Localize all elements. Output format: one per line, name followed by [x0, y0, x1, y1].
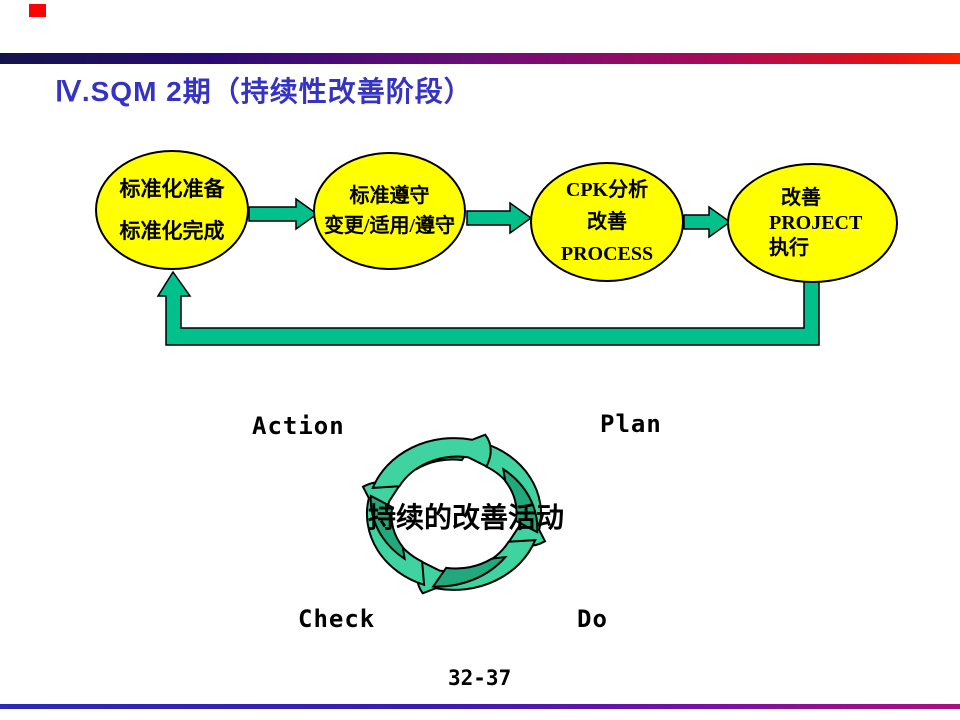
flow-ellipse-standard-compliance: 标准遵守 变更/适用/遵守	[313, 152, 466, 270]
cycle-center-text: 持续的改善活动	[367, 502, 564, 533]
ellipse-text-line: 改善	[587, 210, 627, 233]
bottom-gradient-bar	[0, 704, 960, 709]
flow-ellipse-standardization: 标准化准备 标准化完成	[95, 150, 249, 270]
ellipse-text-line: CPK分析	[565, 178, 649, 201]
ellipse-text-line: 标准化完成	[119, 218, 225, 243]
flow-ellipse-cpk-analysis: CPK分析 改善 PROCESS	[530, 162, 684, 282]
flow-ellipse-improvement-project: 改善 PROJECT 执行	[727, 163, 898, 283]
top-gradient-bar	[0, 53, 960, 64]
cycle-label-plan: Plan	[600, 410, 662, 438]
cycle-label-action: Action	[252, 412, 345, 440]
ellipse-text-line: 变更/适用/遵守	[323, 214, 456, 237]
red-accent-block	[29, 4, 46, 17]
ellipse-text-line: PROJECT	[769, 211, 863, 234]
flow-arrow-icon	[466, 201, 533, 235]
page-number: 32-37	[448, 666, 512, 690]
flow-arrow-icon	[683, 205, 732, 239]
ellipse-text-line: PROCESS	[560, 242, 654, 265]
ellipse-text-line: 执行	[769, 236, 809, 259]
slide-title: Ⅳ.SQM 2期（持续性改善阶段）	[55, 76, 473, 107]
ellipse-text-line: 标准遵守	[349, 184, 430, 207]
ellipse-text-line: 改善	[781, 186, 821, 209]
feedback-arrow-icon	[156, 270, 820, 346]
cycle-label-do: Do	[577, 605, 608, 633]
flow-arrow-icon	[248, 197, 319, 231]
ellipse-text-line: 标准化准备	[119, 177, 225, 202]
cycle-label-check: Check	[298, 605, 376, 633]
